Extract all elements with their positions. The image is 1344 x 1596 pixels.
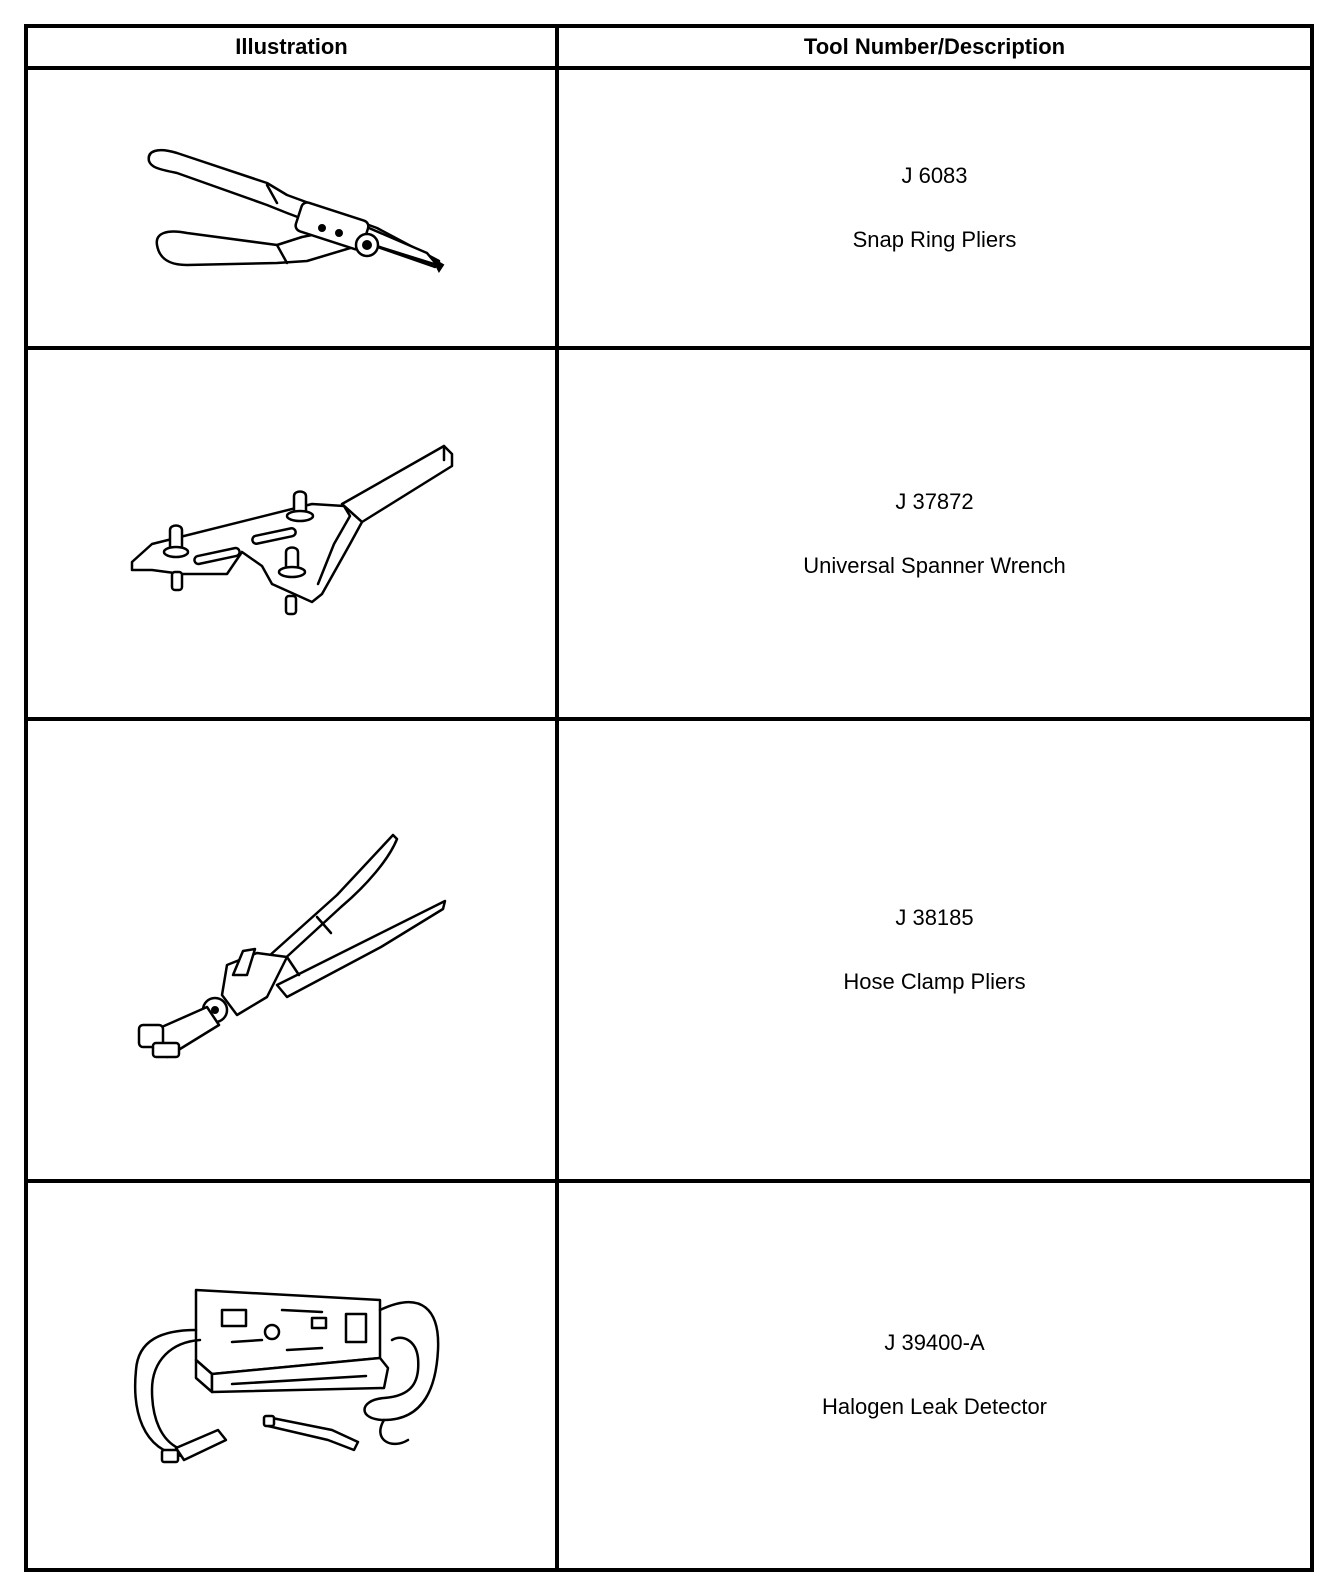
header-illustration: Illustration — [24, 24, 559, 70]
illustration-cell — [24, 1178, 559, 1573]
header-row: Illustration Tool Number/Description — [24, 24, 1314, 70]
description-cell: J 6083 Snap Ring Pliers — [555, 65, 1314, 351]
tool-number: J 37872 — [895, 488, 974, 514]
description-cell: J 39400-A Halogen Leak Detector — [555, 1178, 1314, 1573]
tool-description: Universal Spanner Wrench — [803, 552, 1066, 578]
header-tool-number-description: Tool Number/Description — [555, 24, 1314, 70]
illustration-cell — [24, 65, 559, 351]
special-tools-table: Illustration Tool Number/Description — [24, 24, 1314, 1573]
description-cell: J 37872 Universal Spanner Wrench — [555, 346, 1314, 721]
halogen-leak-detector-icon — [133, 1289, 439, 1464]
tool-description: Snap Ring Pliers — [852, 227, 1017, 253]
tool-number: J 6083 — [901, 163, 968, 189]
illustration-cell — [24, 716, 559, 1183]
table-row: J 6083 Snap Ring Pliers — [24, 65, 1314, 351]
table-row: J 39400-A Halogen Leak Detector — [24, 1178, 1314, 1573]
table-row: J 38185 Hose Clamp Pliers — [24, 716, 1314, 1183]
tool-description: Hose Clamp Pliers — [843, 968, 1026, 994]
spanner-wrench-icon — [130, 444, 453, 615]
tool-number: J 39400-A — [884, 1330, 985, 1356]
illustration-cell — [24, 346, 559, 721]
table-row: J 37872 Universal Spanner Wrench — [24, 346, 1314, 721]
snap-ring-pliers-icon — [147, 149, 444, 274]
tool-description: Halogen Leak Detector — [821, 1394, 1048, 1420]
hose-clamp-pliers-icon — [137, 833, 446, 1059]
tool-number: J 38185 — [895, 904, 974, 930]
description-cell: J 38185 Hose Clamp Pliers — [555, 716, 1314, 1183]
